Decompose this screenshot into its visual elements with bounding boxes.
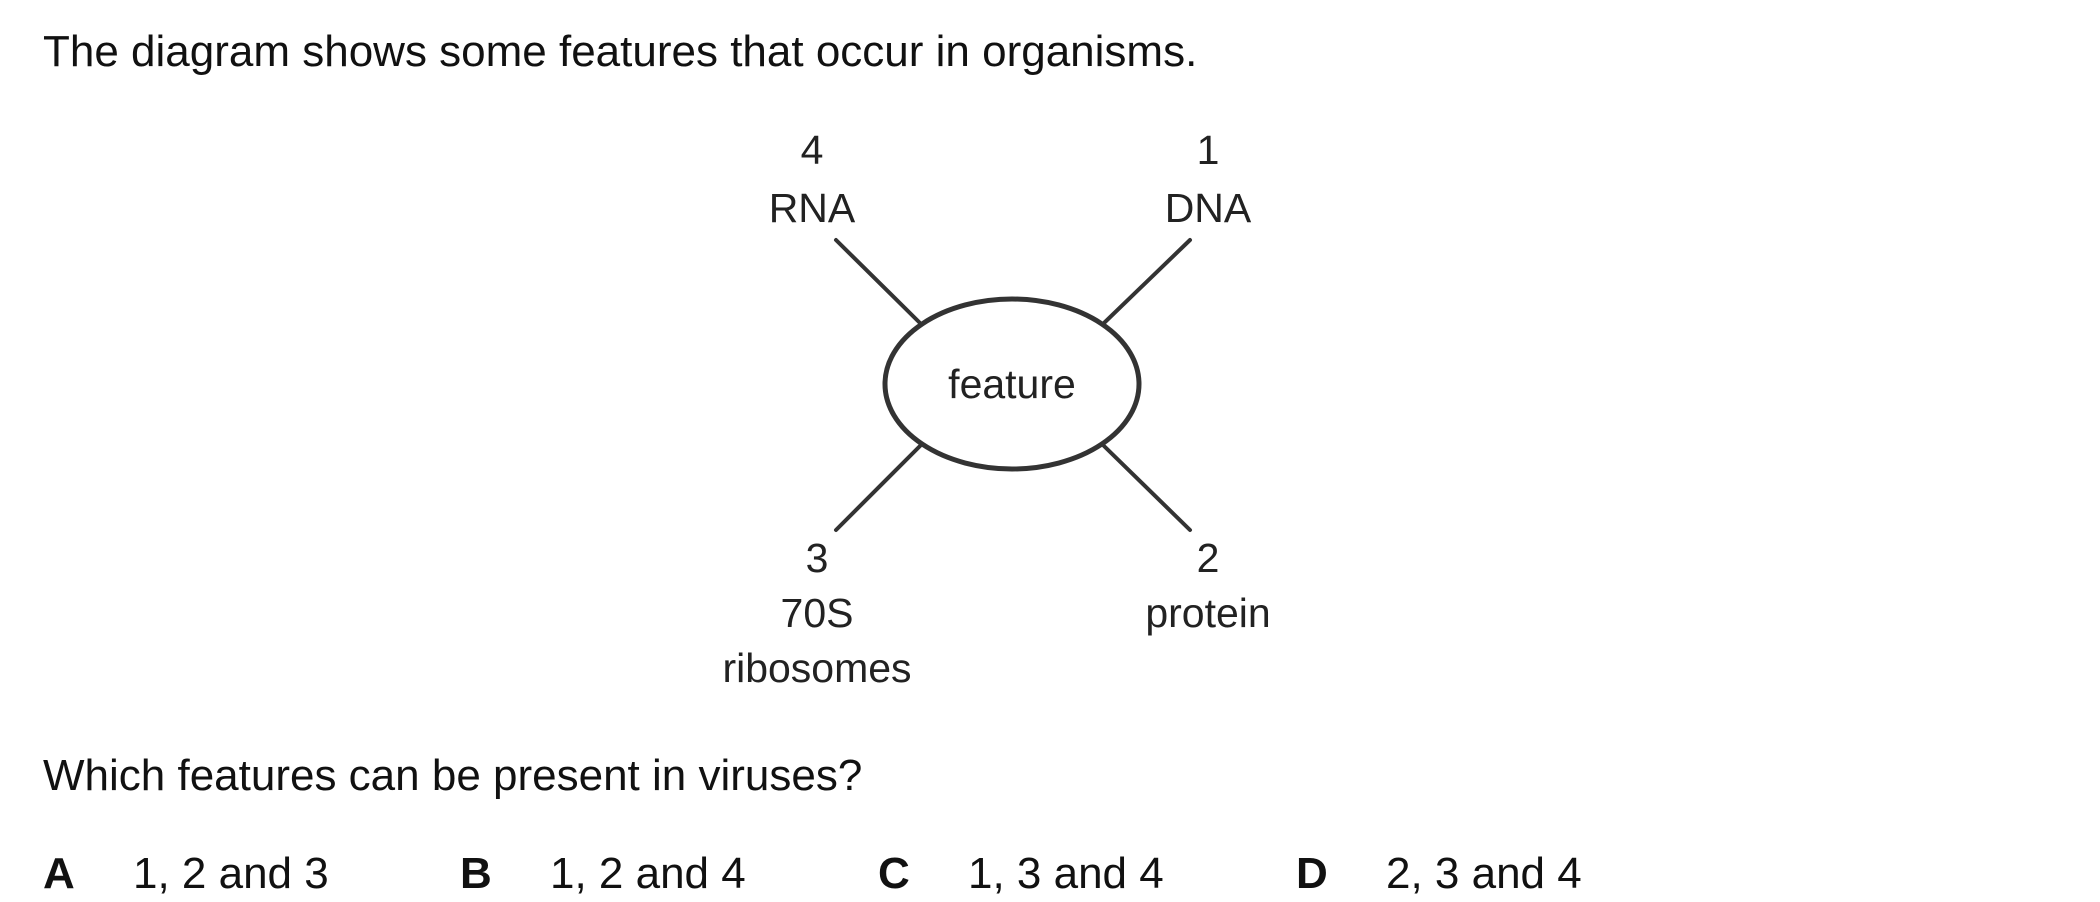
feature-number-2: 2 [1197, 535, 1220, 581]
spoke-protein [1102, 444, 1192, 532]
question-stem: The diagram shows some features that occ… [43, 27, 1198, 76]
feature-label-dna: DNA [1165, 185, 1252, 231]
option-b[interactable]: B 1, 2 and 4 [460, 852, 746, 896]
feature-number-1: 1 [1197, 127, 1220, 173]
spoke-ribosomes [834, 444, 922, 532]
center-label: feature [948, 361, 1076, 407]
feature-label-70s: 70S [781, 590, 854, 636]
option-a-text: 1, 2 and 3 [133, 849, 329, 898]
question-prompt: Which features can be present in viruses… [43, 751, 863, 800]
option-a[interactable]: A 1, 2 and 3 [43, 852, 329, 896]
feature-number-4: 4 [801, 127, 824, 173]
feature-oval [882, 296, 1142, 472]
feature-label-ribosomes: ribosomes [722, 645, 911, 691]
option-d[interactable]: D 2, 3 and 4 [1296, 852, 1582, 896]
option-d-letter: D [1296, 849, 1328, 898]
option-c-text: 1, 3 and 4 [968, 849, 1164, 898]
option-d-text: 2, 3 and 4 [1386, 849, 1582, 898]
spoke-dna [1102, 238, 1192, 325]
option-c-letter: C [878, 849, 910, 898]
option-a-letter: A [43, 849, 75, 898]
feature-number-3: 3 [806, 535, 829, 581]
option-b-text: 1, 2 and 4 [550, 849, 746, 898]
spoke-rna [834, 238, 922, 325]
feature-label-rna: RNA [769, 185, 856, 231]
option-b-letter: B [460, 849, 492, 898]
option-c[interactable]: C 1, 3 and 4 [878, 852, 1164, 896]
feature-label-protein: protein [1145, 590, 1270, 636]
